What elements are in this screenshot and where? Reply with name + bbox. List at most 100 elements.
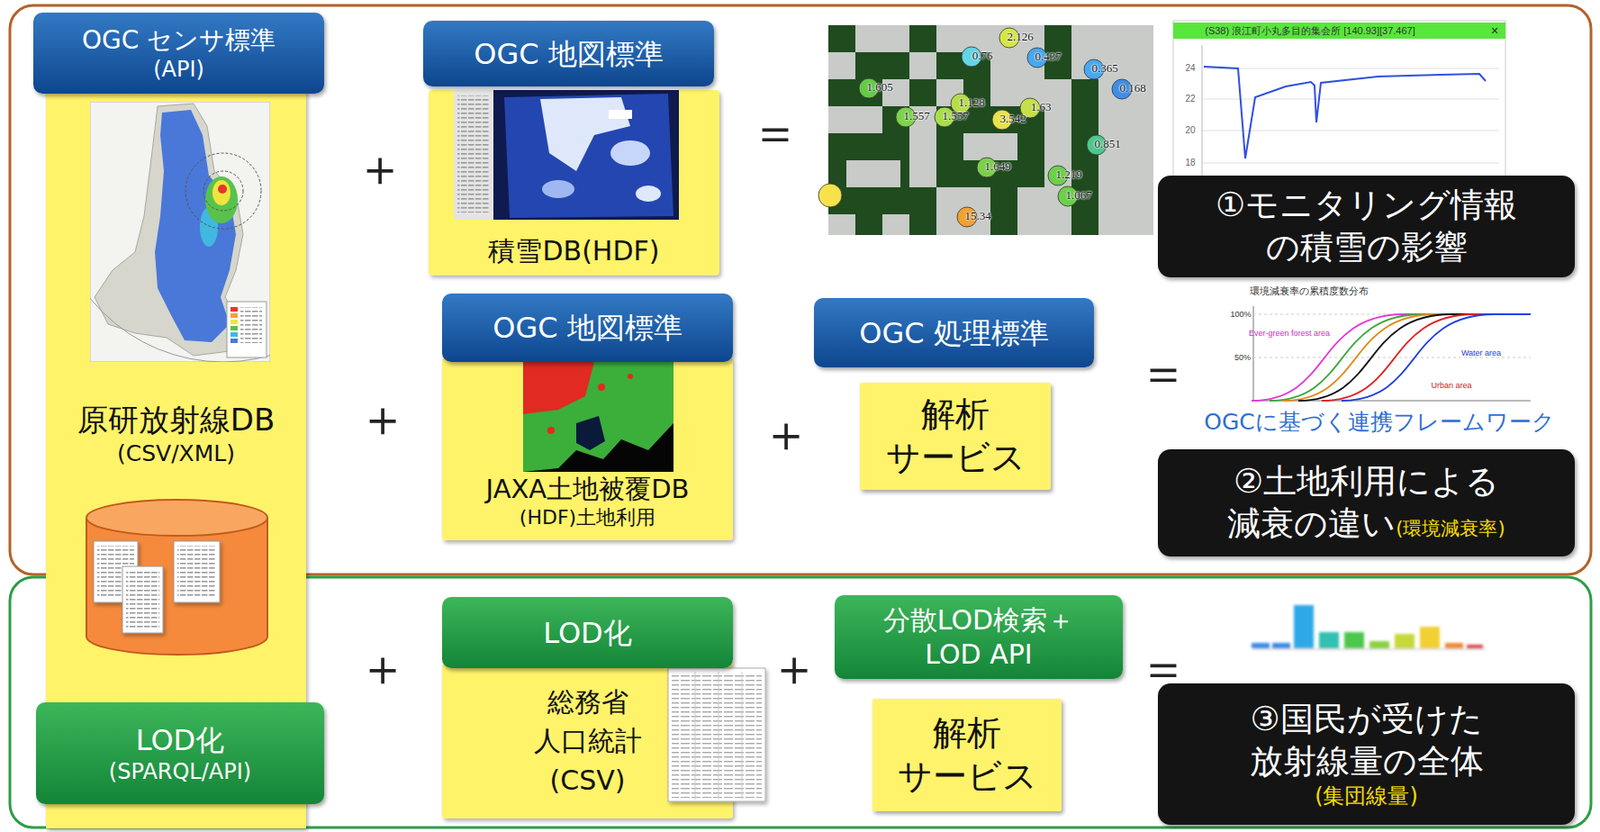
landcover-map [597,383,606,391]
panel-fill [442,357,733,541]
statistics-table [668,668,766,802]
map-value: 0.851 [1093,137,1121,150]
node-text: 解析 サービス [874,393,1037,480]
dose-bar-chart [1272,642,1291,649]
axis-tick: 50% [1234,353,1251,362]
lod-header: LOD化 [442,596,733,669]
monitoring-map [936,25,1045,53]
radiation-map [226,301,267,358]
radiation-map [240,307,263,344]
monitoring-map [828,25,1154,236]
database-cylinder [177,545,217,598]
equals-sign: ＝ [1138,642,1189,694]
landcover-map [523,361,595,415]
landcover-map [523,361,674,472]
text-block: OGC 地図標準 [457,309,719,346]
plus-sign: ＋ [354,143,406,194]
monitoring-map [909,52,937,80]
map-value: 0.437 [1034,50,1061,63]
panel-fill [428,90,720,276]
monitoring-map [1071,25,1154,80]
framework-caption: OGCに基づく連携フレームワーク [1203,410,1555,434]
node-subtext: (HDF)土地利用 [452,505,724,531]
standard-header: OGC 処理標準 [813,298,1094,368]
axis-tick: 24 [1184,63,1195,73]
landcover-map [627,373,633,380]
node-subtext: (SPARQL/API) [49,758,311,786]
node-text: 原研放射線DB [59,400,294,440]
chart-title: (S38) 浪江町小丸多目的集会所 [140.93][37.467] [1204,26,1416,37]
monitoring-map [828,25,1154,236]
monitoring-map [818,27,1132,227]
monitoring-map [882,214,910,236]
text-block: 原研放射線DB(CSV/XML) [59,400,294,468]
equals-sign: ＝ [750,107,801,158]
series-label: Urban area [1430,381,1472,390]
map-value: 1.649 [984,160,1011,172]
distribution-chart [1251,285,1533,405]
dose-bar-chart [1445,642,1464,649]
map-value: 1.605 [866,81,893,93]
equals-sign: ＝ [1138,347,1189,398]
radiation-map [217,184,227,194]
data-box: JAXA土地被覆DB(HDF)土地利用 [442,357,733,541]
text-block: ①モニタリング情報の積雪の影響 [1213,184,1520,269]
radiation-map [230,307,238,312]
result-box: ②土地利用による減衰の違い(環境減衰率) [1157,449,1575,557]
map-value: 1.557 [903,109,930,122]
radiation-map [230,313,238,318]
dose-bar-chart [1344,632,1365,649]
monitoring-map [855,25,910,53]
snow-map [635,185,661,202]
plus-sign: ＋ [357,642,408,694]
map-value: 1.067 [1065,189,1092,201]
map-value: 1.219 [1055,168,1082,181]
node-text: LOD化 [457,614,719,651]
dose-bar-chart [1293,605,1314,649]
node-subtext: (集団線量) [1231,782,1502,810]
node-text: 積雪DB(HDF) [439,234,710,269]
text-block: 積雪DB(HDF) [439,234,710,269]
statistics-table [695,671,742,800]
map-value: 0.365 [1091,62,1118,74]
snow-map [608,109,633,119]
radiation-map [90,101,271,362]
map-value: 15.34 [964,209,991,222]
node-text: ①モニタリング情報の積雪の影響 [1213,184,1520,269]
radiation-map [205,176,238,224]
plus-sign: ＋ [357,393,408,444]
radiation-map [94,103,244,356]
time-series-chart [1173,22,1506,39]
standard-header: OGC 地図標準 [423,20,715,87]
map-value: 2.126 [1006,30,1033,43]
text-block: 解析 サービス [885,712,1049,798]
node-text: JAXA土地被覆DB [452,472,724,506]
radiation-map [230,325,238,331]
snow-map [457,95,490,213]
distribution-chart [1269,314,1531,401]
node-text: 解析 サービス [885,712,1049,798]
lod-header: LOD化(SPARQL/API) [36,702,325,805]
monitoring-map [846,160,901,188]
node-text: OGC 地図標準 [438,36,700,73]
monitoring-map [818,25,1154,236]
radiation-map [212,180,231,206]
monitoring-map [828,52,856,80]
distribution-chart [1251,314,1531,401]
plus-sign: ＋ [768,642,820,694]
snow-map [504,93,674,218]
landcover-map [547,426,555,434]
distribution-chart [1251,314,1531,401]
dose-bar-chart [1466,644,1483,649]
time-series-chart [1202,45,1203,176]
distribution-chart [1253,285,1533,405]
axis-tick: 18 [1184,158,1195,168]
snow-map [542,180,575,199]
radiation-map [230,319,238,325]
radiation-map [230,332,238,337]
map-value: 0.168 [1119,81,1146,94]
axis-tick: 20 [1184,126,1195,136]
text-block: 解析 サービス [874,393,1037,480]
node-text: 分散LOD検索＋ LOD API [870,603,1087,671]
map-value: 1.128 [958,96,985,109]
